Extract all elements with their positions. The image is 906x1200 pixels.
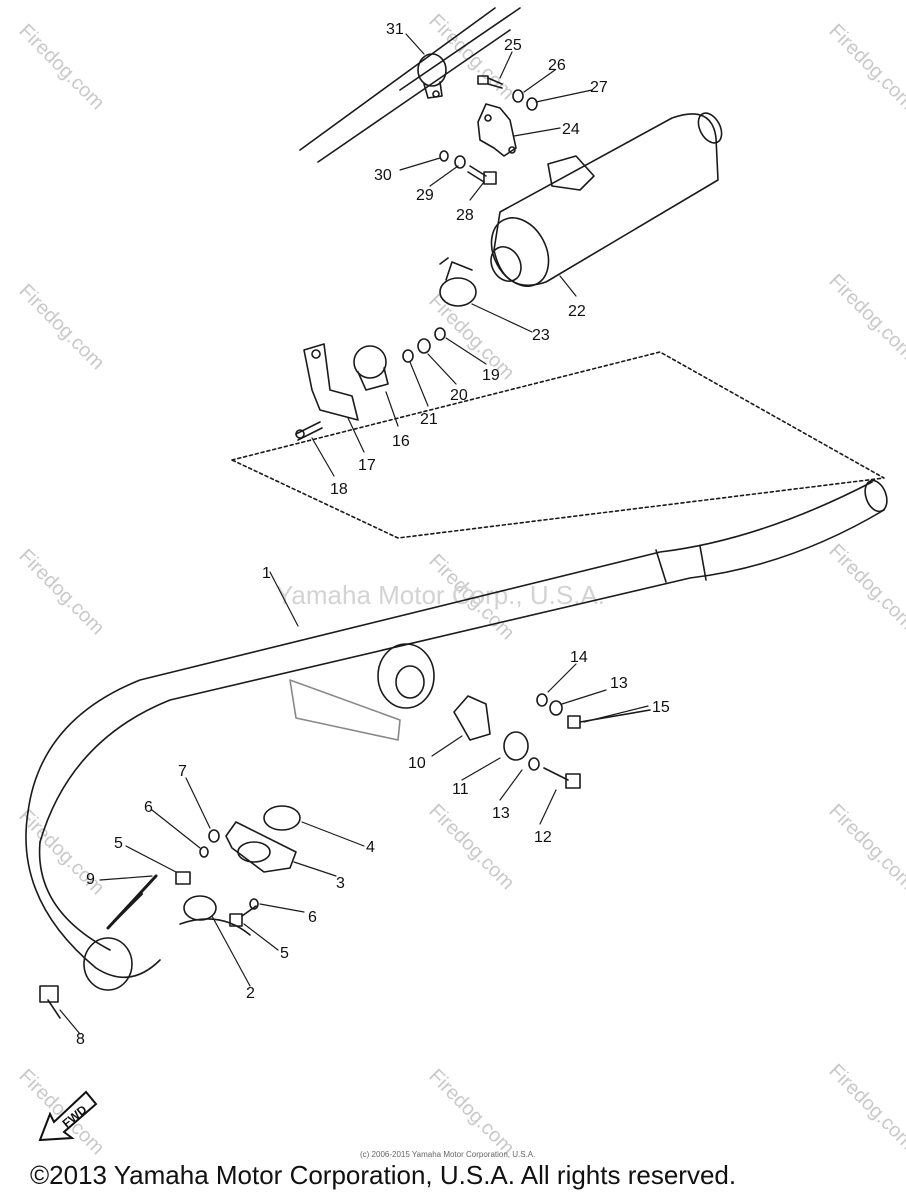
callout-31: 31	[386, 21, 404, 38]
nut-14	[536, 693, 548, 707]
callout-17: 17	[358, 457, 376, 474]
bolt-12	[543, 767, 581, 789]
callout-11: 11	[452, 781, 469, 798]
bolt-18	[295, 421, 323, 441]
washer-20	[417, 338, 431, 354]
callout-30: 30	[374, 167, 392, 184]
callout-3: 3	[336, 875, 345, 892]
callout-13: 13	[610, 675, 628, 692]
engine-lug	[377, 643, 435, 709]
washer-6	[249, 898, 259, 910]
bolt-28	[467, 165, 497, 185]
bolt-15	[567, 709, 651, 729]
spring-9	[106, 874, 158, 930]
washer-6	[199, 846, 209, 858]
nut-7	[208, 829, 220, 843]
bracket-24	[477, 103, 517, 157]
callout-13: 13	[492, 805, 510, 822]
exhaust-pipe-1	[25, 479, 888, 991]
bolt-5	[229, 905, 257, 927]
bolt-25	[477, 75, 503, 89]
callout-22: 22	[568, 303, 586, 320]
bracket-17	[303, 343, 359, 421]
callout-28: 28	[456, 207, 474, 224]
callout-25: 25	[504, 37, 522, 54]
collar-11	[503, 731, 529, 761]
mount-outline	[231, 351, 885, 539]
callout-5: 5	[114, 835, 123, 852]
nut-30	[439, 150, 449, 162]
clamp-16	[353, 345, 389, 391]
callout-7: 7	[178, 763, 187, 780]
forward-arrow-icon: FWD	[36, 1082, 102, 1144]
callout-8: 8	[76, 1031, 85, 1048]
clamp-31	[417, 53, 447, 99]
washer-13	[549, 700, 563, 716]
callout-2: 2	[246, 985, 255, 1002]
callout-1: 1	[262, 565, 271, 582]
callout-24: 24	[562, 121, 580, 138]
callout-26: 26	[548, 57, 566, 74]
callout-15: 15	[652, 699, 670, 716]
callout-6: 6	[144, 799, 153, 816]
callout-29: 29	[416, 187, 434, 204]
muffler-22	[490, 112, 723, 287]
callout-19: 19	[482, 367, 500, 384]
frame-tube	[299, 7, 496, 151]
frame-tube	[317, 29, 511, 163]
mount-10	[453, 695, 491, 741]
callout-27: 27	[590, 79, 608, 96]
callout-9: 9	[86, 871, 95, 888]
callout-10: 10	[408, 755, 426, 772]
small-copyright: (c) 2006-2015 Yamaha Motor Corporation, …	[360, 1150, 536, 1159]
callout-20: 20	[450, 387, 468, 404]
clamp-23	[439, 257, 477, 307]
callout-18: 18	[330, 481, 348, 498]
footer-copyright: ©2013 Yamaha Motor Corporation, U.S.A. A…	[30, 1160, 737, 1190]
callout-4: 4	[366, 839, 375, 856]
callout-5: 5	[280, 945, 289, 962]
washer-13	[528, 757, 540, 771]
washer-26	[512, 89, 524, 103]
flange-3	[225, 821, 297, 873]
gasket-4	[263, 805, 301, 831]
bolt-5	[175, 871, 191, 885]
washer-29	[454, 155, 466, 169]
nut-27	[526, 97, 538, 111]
washer-21	[402, 349, 414, 363]
nut-19	[434, 327, 446, 341]
callout-23: 23	[532, 327, 550, 344]
watermark-center: Yamaha Motor Corp., U.S.A.	[276, 580, 605, 610]
callout-6: 6	[308, 909, 317, 926]
callout-21: 21	[420, 411, 438, 428]
gasket-2	[183, 895, 217, 921]
bolt-8	[39, 985, 61, 1019]
frame-tube	[399, 7, 521, 91]
callout-16: 16	[392, 433, 410, 450]
callout-12: 12	[534, 829, 552, 846]
callout-14: 14	[570, 649, 588, 666]
